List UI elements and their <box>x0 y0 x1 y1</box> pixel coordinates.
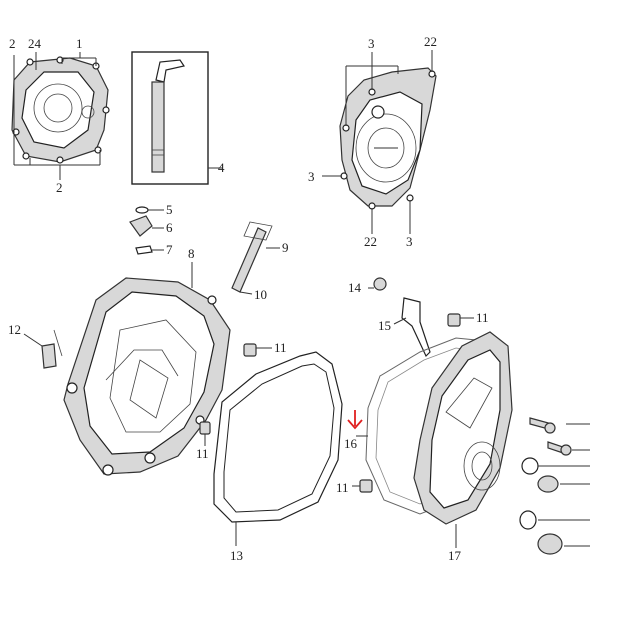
dowel-11-a <box>243 343 272 357</box>
right-hardware <box>519 417 590 555</box>
label-11-c: 11 <box>476 310 489 325</box>
label-12: 12 <box>8 322 21 337</box>
red-down-arrow-icon <box>347 410 363 430</box>
oil-guide-pipe <box>231 221 280 295</box>
label-11-b: 11 <box>196 446 209 461</box>
dowel-pin-12 <box>23 329 63 369</box>
dowel-11-b <box>199 421 211 446</box>
leaders-group-1 <box>13 52 101 180</box>
label-2-top: 2 <box>9 36 16 51</box>
dowel-11-d <box>352 479 373 493</box>
label-16: 16 <box>344 436 358 451</box>
crankcase-cover-right <box>413 331 513 548</box>
label-3-top: 3 <box>368 36 375 51</box>
crankcase-cover-left <box>63 262 231 476</box>
small-fasteners <box>129 206 164 255</box>
label-3-bottom: 3 <box>406 234 413 249</box>
label-17: 17 <box>448 548 462 563</box>
label-4: 4 <box>218 160 225 175</box>
label-5: 5 <box>166 202 173 217</box>
dowel-11-c <box>447 313 474 327</box>
bracket-15 <box>393 297 431 358</box>
gasket-left <box>213 351 343 546</box>
clutch-cover-small <box>11 56 110 164</box>
label-11-d: 11 <box>336 480 349 495</box>
label-22-top: 22 <box>424 34 437 49</box>
label-7: 7 <box>166 242 173 257</box>
label-9: 9 <box>282 240 289 255</box>
leaders-group-3 <box>322 50 433 234</box>
label-22-bottom: 22 <box>364 234 377 249</box>
bolt-14 <box>368 277 387 291</box>
magneto-cover-outer <box>339 67 437 210</box>
label-1: 1 <box>76 36 83 51</box>
label-14: 14 <box>348 280 362 295</box>
label-13: 13 <box>230 548 243 563</box>
label-8: 8 <box>188 246 195 261</box>
label-11-a: 11 <box>274 340 287 355</box>
label-2-bottom: 2 <box>56 180 63 195</box>
label-3-left: 3 <box>308 169 315 184</box>
label-6: 6 <box>166 220 173 235</box>
label-15: 15 <box>378 318 391 333</box>
label-24: 24 <box>28 36 42 51</box>
label-10: 10 <box>254 287 267 302</box>
kick-shaft-box <box>131 51 222 185</box>
